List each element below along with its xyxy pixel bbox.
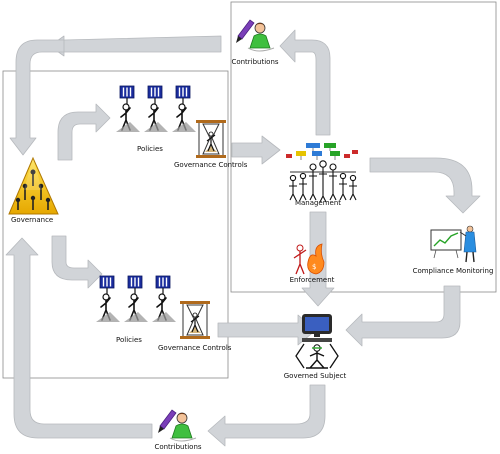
management-frame [230,1,497,293]
flow-arrows [5,29,481,447]
computer-user-icon [295,314,339,369]
policy-sign-holder-icon [95,275,177,323]
arrow-controls-bottom-to-governed-subject [217,314,317,346]
svg-text:$: $ [312,263,316,271]
arrow-governed-subject-to-contributions [207,384,326,447]
governance-pyramid-icon [8,156,59,215]
hourglass-icon [179,300,211,340]
label-policies-bottom: Policies [116,336,142,344]
arrow-management-to-compliance [369,157,481,214]
arrow-governance-to-policies-top [57,103,111,161]
governance-frame [2,70,229,379]
label-enforcement: Enforcement [289,276,335,284]
arrow-top-contributions-to-governance [49,35,222,57]
label-governance: Governance [11,216,54,224]
arrow-contributions-to-governance [5,237,153,439]
arrow-compliance-to-governed-subject [345,285,461,347]
label-governance-controls-bottom: Governance Controls [158,344,232,352]
contributor-with-pen-icon [235,19,275,52]
arrow-management-to-contributions [279,29,331,136]
label-contributions-bottom: Contributions [154,443,202,451]
hourglass-icon [195,119,227,159]
compliance-presenter-icon [430,225,477,263]
arrow-governance-to-policies-bottom [51,235,103,289]
label-compliance-monitoring: Compliance Monitoring [412,267,494,275]
label-policies-top: Policies [137,145,163,153]
policy-sign-holder-icon [115,85,197,133]
label-contributions-top: Contributions [231,58,279,66]
label-governed-subject: Governed Subject [283,372,347,380]
enforcement-figure-icon: $ [293,243,325,275]
label-governance-controls-top: Governance Controls [174,161,248,169]
arrow-top-left-bend [9,39,65,156]
contributor-with-pen-icon [157,409,197,442]
arrow-controls-to-management [231,135,281,165]
label-management: Management [294,199,342,207]
management-org-chart-icon [286,143,358,203]
